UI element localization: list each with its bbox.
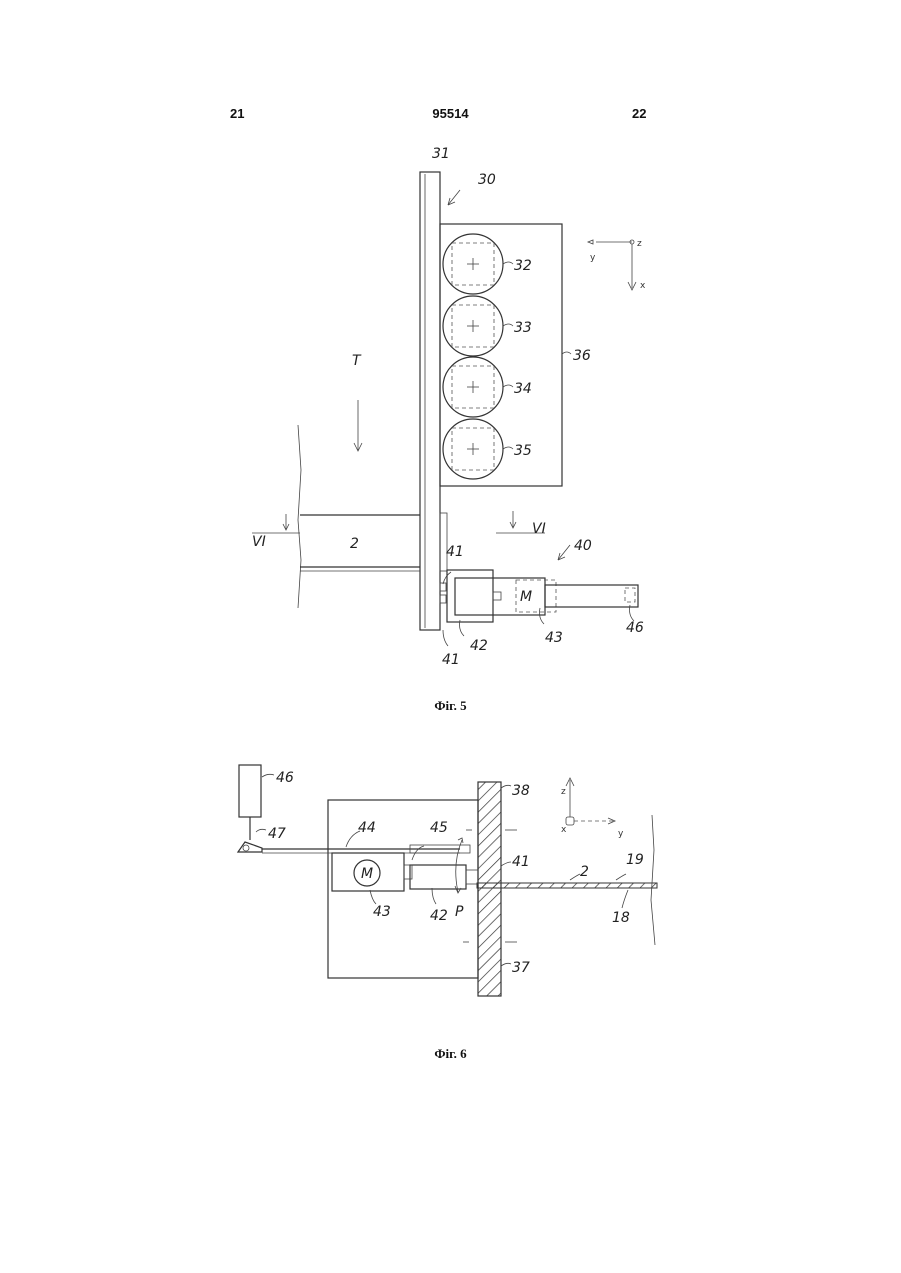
- label-33: 33: [514, 320, 532, 336]
- label-38: 38: [512, 783, 530, 799]
- label-44: 44: [358, 820, 376, 836]
- actuator-46: [239, 765, 261, 817]
- label-32: 32: [514, 258, 532, 274]
- figure-5-caption: Фіг. 5: [0, 698, 901, 714]
- web-edge: [298, 425, 301, 608]
- label-p: P: [455, 904, 464, 920]
- axis-x-label-fig6: x: [561, 825, 567, 835]
- label-vi-right: VI: [532, 521, 546, 537]
- roller-33: [443, 296, 503, 356]
- label-41-top: 41: [446, 544, 464, 560]
- figure-6: 46 47 44 45 38 41 M 43 42 P 2 19 18 37 z…: [238, 765, 657, 996]
- figure-5: 31 30 32 33 34 35 36 T VI VI 2 40 41 41 …: [252, 146, 646, 668]
- web-2-fig6: [477, 883, 657, 888]
- axis-y-label: y: [590, 253, 596, 263]
- beam-31: [420, 172, 440, 630]
- roller-35: [443, 419, 503, 479]
- label-19: 19: [626, 852, 644, 868]
- wall-37-38: [478, 782, 501, 996]
- axis-z-label-fig6: z: [561, 787, 566, 797]
- label-43-fig6: 43: [373, 904, 391, 920]
- label-42-fig6: 42: [430, 908, 448, 924]
- axis-y-label-fig6: y: [618, 829, 624, 839]
- label-34: 34: [514, 381, 532, 397]
- label-45: 45: [430, 820, 448, 836]
- label-41-bottom: 41: [442, 652, 460, 668]
- label-30: 30: [478, 172, 496, 188]
- axis-z-label: z: [637, 239, 642, 249]
- label-40: 40: [574, 538, 592, 554]
- housing-36: [440, 224, 562, 486]
- gripper-42-fig6: [410, 865, 466, 889]
- label-t: T: [352, 353, 362, 369]
- label-vi-left: VI: [252, 534, 266, 550]
- label-37: 37: [512, 960, 530, 976]
- axis-x-label: x: [640, 281, 646, 291]
- label-18: 18: [612, 910, 630, 926]
- label-31: 31: [432, 146, 450, 162]
- axes-fig5: [588, 240, 636, 290]
- arrow-p: [456, 840, 462, 892]
- label-46-fig6: 46: [276, 770, 294, 786]
- roller-32: [443, 234, 503, 294]
- label-46: 46: [626, 620, 644, 636]
- shaft-46: [545, 585, 638, 607]
- roller-34: [443, 357, 503, 417]
- label-47: 47: [268, 826, 286, 842]
- axes-fig6: [566, 778, 615, 825]
- label-2-fig6: 2: [580, 864, 589, 880]
- label-41-fig6: 41: [512, 854, 530, 870]
- label-35: 35: [514, 443, 532, 459]
- label-motor-m: M: [520, 589, 532, 605]
- label-2: 2: [350, 536, 359, 552]
- label-43: 43: [545, 630, 563, 646]
- label-42: 42: [470, 638, 488, 654]
- label-36: 36: [573, 348, 591, 364]
- figure-6-caption: Фіг. 6: [0, 1046, 901, 1062]
- label-motor-m-fig6: M: [361, 866, 373, 882]
